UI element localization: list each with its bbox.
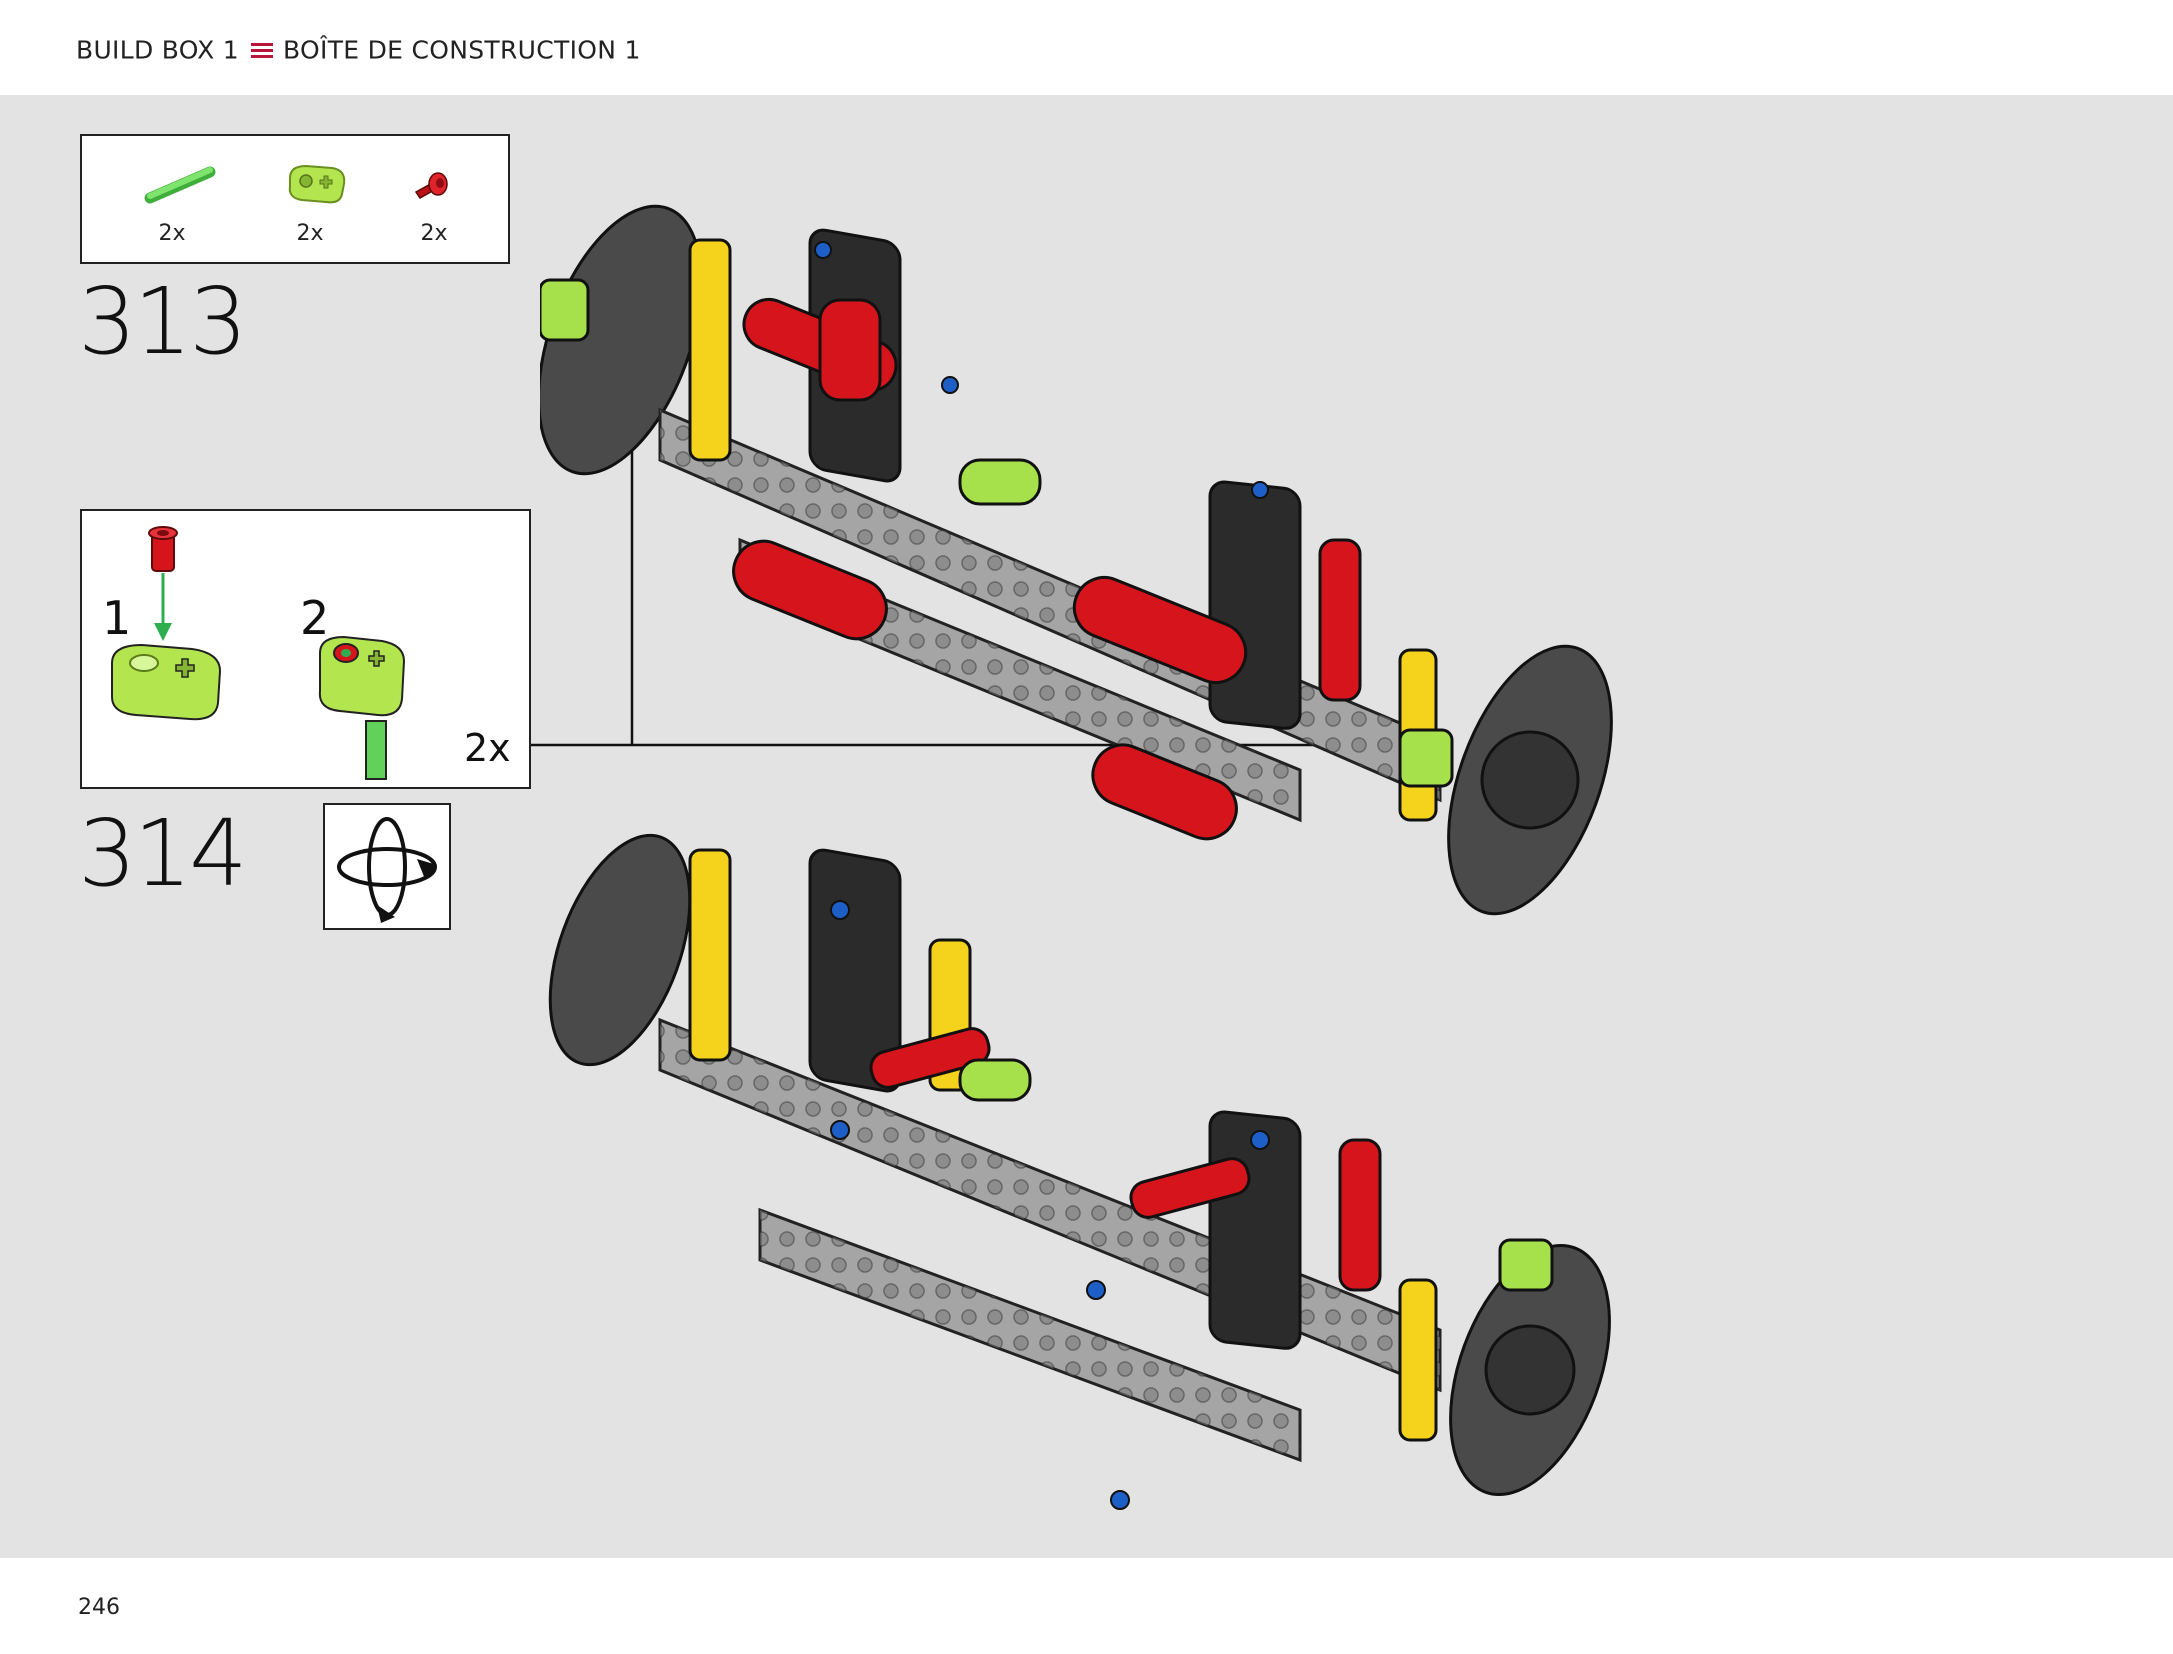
model-step-314: [548, 833, 1611, 1510]
part-item: 2x: [280, 156, 360, 246]
sub-assembly-multiplier: 2x: [464, 726, 511, 770]
red-pin-icon: [148, 526, 178, 572]
part-qty: 2x: [296, 221, 324, 246]
parts-list-box: 2x 2x 2x: [80, 134, 510, 264]
step-number-313: 313: [78, 268, 248, 375]
page-number: 246: [78, 1595, 120, 1620]
rotate-model-box: [323, 803, 451, 930]
red-pin-icon: [414, 172, 448, 199]
menu-lines-icon: [251, 42, 274, 58]
part-qty: 2x: [420, 221, 448, 246]
sub-step-1-label: 1: [102, 591, 132, 645]
model-illustration: [540, 204, 1613, 1510]
sub-step-2-label: 2: [300, 591, 330, 645]
step-number-314: 314: [78, 800, 248, 907]
sub-assembly-illustration: [111, 526, 406, 780]
lime-liftarm-icon: [111, 643, 222, 721]
rotate-model-icon: [337, 817, 437, 923]
part-qty: 2x: [158, 221, 186, 246]
part-item: 2x: [404, 156, 484, 246]
header-title-en: BUILD BOX 1: [76, 35, 240, 65]
page-header: BUILD BOX 1 BOÎTE DE CONSTRUCTION 1: [0, 0, 2173, 95]
model-step-313: [540, 204, 1613, 916]
header-title: BUILD BOX 1 BOÎTE DE CONSTRUCTION 1: [76, 34, 641, 65]
sub-assembly-box: 1 2 2x: [80, 509, 531, 789]
part-item: 2x: [142, 156, 222, 246]
green-arrow-icon: [154, 573, 172, 641]
header-title-fr: BOÎTE DE CONSTRUCTION 1: [283, 35, 641, 65]
assembled-liftarm-icon: [318, 635, 406, 780]
page-footer: [0, 1558, 2173, 1654]
green-axle-icon: [144, 166, 216, 204]
lime-liftarm-icon: [288, 164, 346, 204]
